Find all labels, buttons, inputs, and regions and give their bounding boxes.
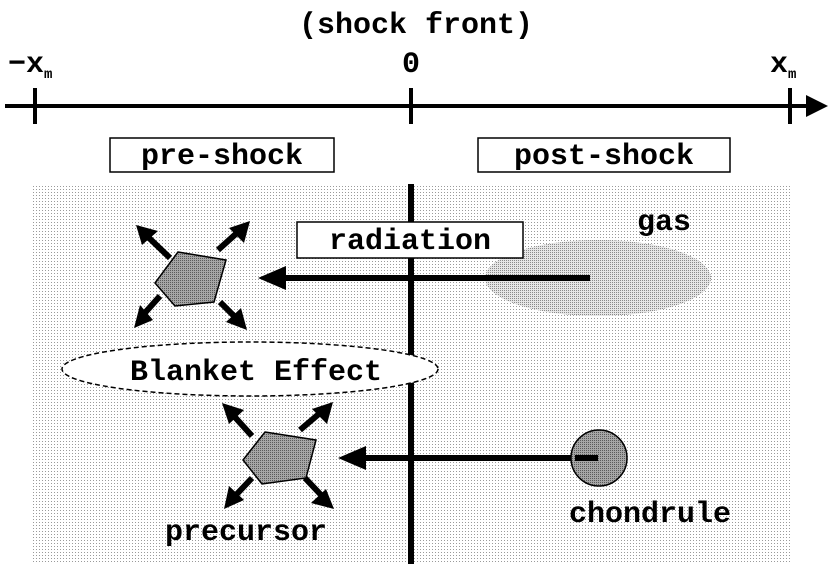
post-shock-label: post-shock [514, 140, 694, 174]
blanket-effect-label: Blanket Effect [130, 356, 382, 390]
axis-center-tick-label: 0 [402, 48, 420, 82]
upper-particle-arrowheads [134, 221, 250, 330]
post-shock-box [477, 137, 731, 173]
radiation-arrowhead [258, 266, 286, 290]
pre-shock-label: pre-shock [141, 140, 303, 174]
x-axis-arrowhead [806, 95, 828, 117]
lower-particle-arrowheads [222, 402, 334, 509]
chondrule-label: chondrule [569, 498, 731, 532]
gas-label: gas [637, 206, 691, 240]
lower-particle-emission-arrows [230, 410, 325, 499]
axis-right-tick-label: xm [770, 48, 796, 83]
precursor-label: precursor [165, 516, 327, 550]
blanket-effect-ellipse [61, 341, 439, 397]
lower-precursor-particle [242, 431, 317, 485]
axis-title: (shock front) [299, 9, 533, 43]
svg-text:xm: xm [770, 48, 796, 83]
svg-text:−xm: −xm [8, 48, 52, 83]
axis-left-tick-label: −xm [8, 48, 52, 83]
radiation-box [296, 221, 524, 259]
radiation-label: radiation [329, 225, 491, 259]
pre-shock-box [109, 137, 335, 173]
chondrule-arrowhead [338, 446, 366, 470]
chondrule [570, 429, 628, 487]
upper-precursor-particle [154, 251, 227, 307]
gas-cloud [485, 240, 711, 316]
